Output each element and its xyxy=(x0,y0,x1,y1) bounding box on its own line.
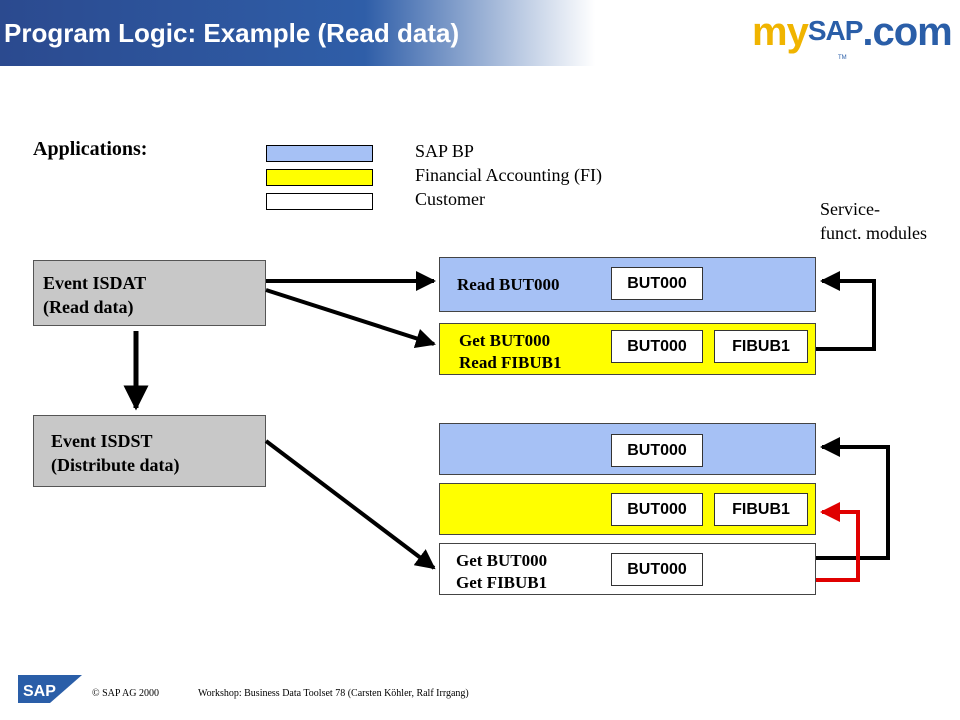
logo-sap: SAP xyxy=(807,15,864,46)
lane-read-sap-bp: Read BUT000 BUT000 xyxy=(439,257,816,312)
mysap-logo: mySAP.com xyxy=(752,10,953,55)
header-bar xyxy=(0,0,960,66)
table-but000: BUT000 xyxy=(611,553,703,586)
event-isdat-box: Event ISDAT (Read data) xyxy=(33,260,266,326)
logo-trademark: TM xyxy=(838,55,847,61)
service-modules-label: Service- funct. modules xyxy=(820,199,927,243)
table-fibub1: FIBUB1 xyxy=(714,493,808,526)
footer-workshop: Workshop: Business Data Toolset 78 (Cars… xyxy=(198,688,469,699)
arrow-service-dist-fi xyxy=(816,502,860,582)
legend-swatch-fi xyxy=(266,169,373,186)
sap-logo-icon: SAP xyxy=(18,675,82,703)
lane-read-sap-bp-label: Read BUT000 xyxy=(457,275,560,294)
logo-com: .com xyxy=(862,10,952,54)
table-but000: BUT000 xyxy=(611,493,703,526)
arrow-isdst-to-customer xyxy=(264,439,436,570)
event-isdat-label: Event ISDAT (Read data) xyxy=(43,273,147,317)
sap-logo-text: SAP xyxy=(23,683,56,700)
legend-title: Applications: xyxy=(33,138,148,160)
table-but000: BUT000 xyxy=(611,267,703,300)
event-isdst-label: Event ISDST (Distribute data) xyxy=(51,431,180,475)
lane-dist-fi: BUT000 FIBUB1 xyxy=(439,483,816,535)
table-but000: BUT000 xyxy=(611,434,703,467)
legend-swatch-customer xyxy=(266,193,373,210)
footer-copyright: © SAP AG 2000 xyxy=(92,688,159,699)
legend-label-sap-bp: SAP BP xyxy=(415,141,474,161)
table-but000: BUT000 xyxy=(611,330,703,363)
lane-dist-customer: Get BUT000 Get FIBUB1 BUT000 xyxy=(439,543,816,595)
lane-dist-customer-label: Get BUT000 Get FIBUB1 xyxy=(456,551,548,592)
lane-read-fi-label: Get BUT000 Read FIBUB1 xyxy=(459,331,562,372)
lane-dist-sap-bp: BUT000 xyxy=(439,423,816,475)
arrow-isdat-to-read-fi xyxy=(265,288,436,349)
lane-read-fi: Get BUT000 Read FIBUB1 BUT000 FIBUB1 xyxy=(439,323,816,375)
legend-swatch-sap-bp xyxy=(266,145,373,162)
logo-my: my xyxy=(752,10,809,54)
arrow-service-dist-bp xyxy=(816,437,890,560)
table-fibub1: FIBUB1 xyxy=(714,330,808,363)
page-title: Program Logic: Example (Read data) xyxy=(4,18,460,48)
legend-label-fi: Financial Accounting (FI) xyxy=(415,165,602,185)
event-isdst-box: Event ISDST (Distribute data) xyxy=(33,415,266,487)
arrow-service-read xyxy=(816,271,876,351)
legend-label-customer: Customer xyxy=(415,189,485,209)
